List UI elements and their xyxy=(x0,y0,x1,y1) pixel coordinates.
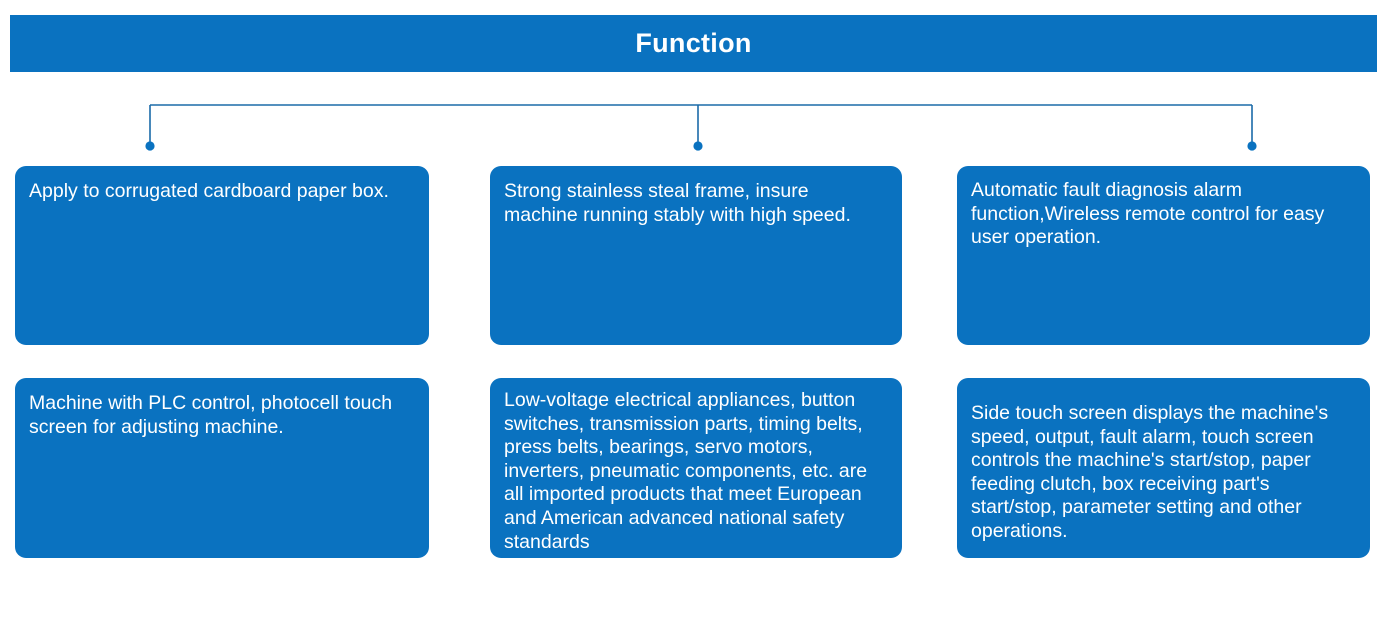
feature-card-text: Low-voltage electrical appliances, butto… xyxy=(504,389,873,553)
connector-rail xyxy=(149,104,1253,143)
connector-dot-2 xyxy=(693,141,703,151)
feature-card-text: Machine with PLC control, photocell touc… xyxy=(29,392,398,438)
feature-card-text: Side touch screen displays the machine's… xyxy=(971,402,1334,542)
feature-card-text: Automatic fault diagnosis alarm function… xyxy=(971,179,1330,249)
feature-card-text: Apply to corrugated cardboard paper box. xyxy=(29,180,389,202)
connector-dots xyxy=(145,141,1257,151)
feature-card-fault-diagnosis: Automatic fault diagnosis alarm function… xyxy=(957,166,1370,345)
feature-card-stainless-frame: Strong stainless steal frame, insure mac… xyxy=(490,166,902,345)
feature-card-side-touch-screen: Side touch screen displays the machine's… xyxy=(957,378,1370,558)
page-title: Function xyxy=(635,28,752,58)
feature-card-imported-components: Low-voltage electrical appliances, butto… xyxy=(490,378,902,558)
feature-card-text: Strong stainless steal frame, insure mac… xyxy=(504,180,851,226)
connector-dot-1 xyxy=(145,141,155,151)
feature-card-plc-control: Machine with PLC control, photocell touc… xyxy=(15,378,429,558)
connector-dot-3 xyxy=(1247,141,1257,151)
feature-card-apply-corrugated: Apply to corrugated cardboard paper box. xyxy=(15,166,429,345)
header-banner: Function xyxy=(10,15,1377,72)
